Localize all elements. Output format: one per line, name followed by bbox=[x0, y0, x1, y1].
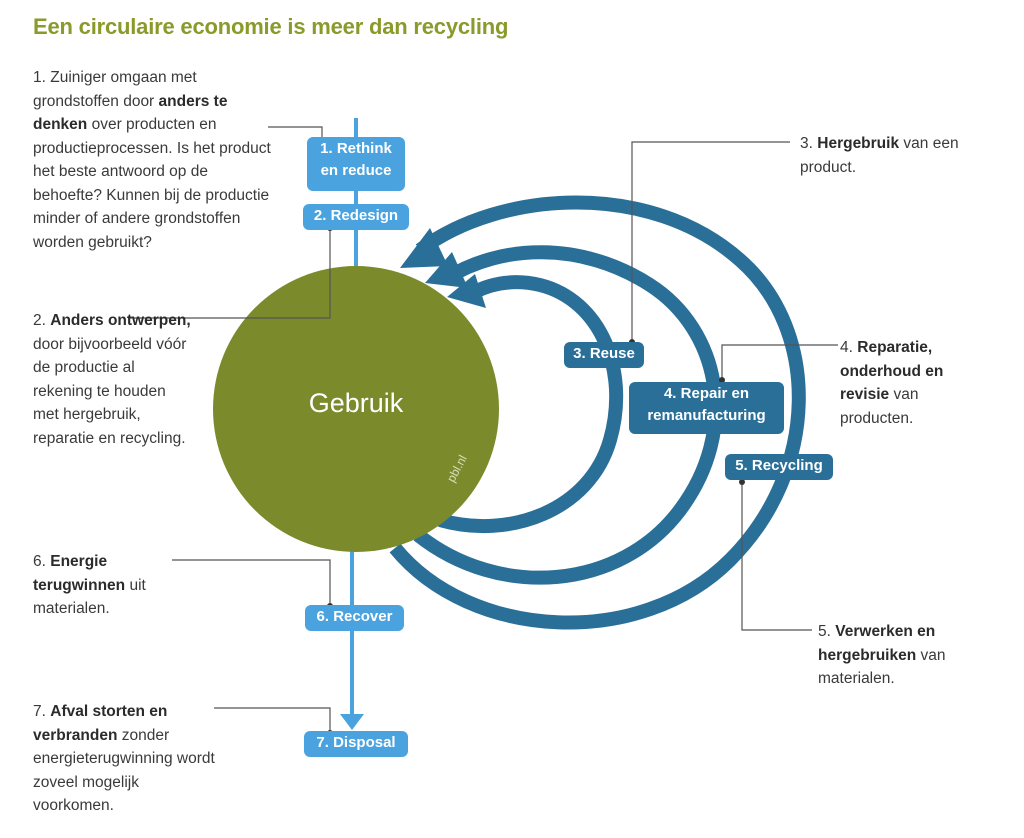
note-1: 1. Zuiniger omgaan met grondstoffen door… bbox=[33, 69, 271, 251]
reuse-arrow-icon bbox=[447, 274, 486, 308]
step-disposal: 7. Disposal bbox=[304, 731, 408, 757]
step-rethink: 1. Rethink en reduce bbox=[307, 137, 405, 191]
step-repair: 4. Repair en remanufacturing bbox=[629, 382, 784, 434]
reuse-loop bbox=[438, 275, 624, 534]
leader-line-7 bbox=[214, 707, 331, 733]
leader-line-6 bbox=[172, 559, 331, 606]
leader-line-3 bbox=[631, 141, 790, 342]
note-7: 7. Afval storten en verbranden zonder en… bbox=[33, 703, 215, 814]
recycling-arrow-icon bbox=[400, 228, 448, 268]
step-reuse: 3. Reuse bbox=[564, 342, 644, 368]
recycling-loop bbox=[389, 195, 806, 630]
leader-line-5 bbox=[741, 482, 812, 631]
step-recycling: 5. Recycling bbox=[725, 454, 833, 480]
flow-arrow-down-bottom-icon bbox=[340, 714, 364, 730]
step-recover: 6. Recover bbox=[305, 605, 404, 631]
note-5: 5. Verwerken en hergebruiken van materia… bbox=[818, 623, 946, 687]
note-2: 2. Anders ontwerpen, door bijvoorbeeld v… bbox=[33, 312, 191, 447]
page-title: Een circulaire economie is meer dan recy… bbox=[33, 14, 509, 39]
note-6: 6. Energie terugwinnen uit materialen. bbox=[33, 553, 146, 617]
note-3: 3. Hergebruik van een product. bbox=[800, 135, 959, 176]
note-4: 4. Reparatie, onderhoud en revisie van p… bbox=[840, 339, 944, 427]
repair-arrow-icon bbox=[425, 252, 468, 288]
gebruik-circle bbox=[213, 266, 499, 552]
leader-line-4 bbox=[721, 344, 838, 380]
center-label: Gebruik bbox=[308, 388, 404, 418]
step-redesign: 2. Redesign bbox=[303, 204, 409, 230]
leader-line-2 bbox=[128, 228, 331, 319]
